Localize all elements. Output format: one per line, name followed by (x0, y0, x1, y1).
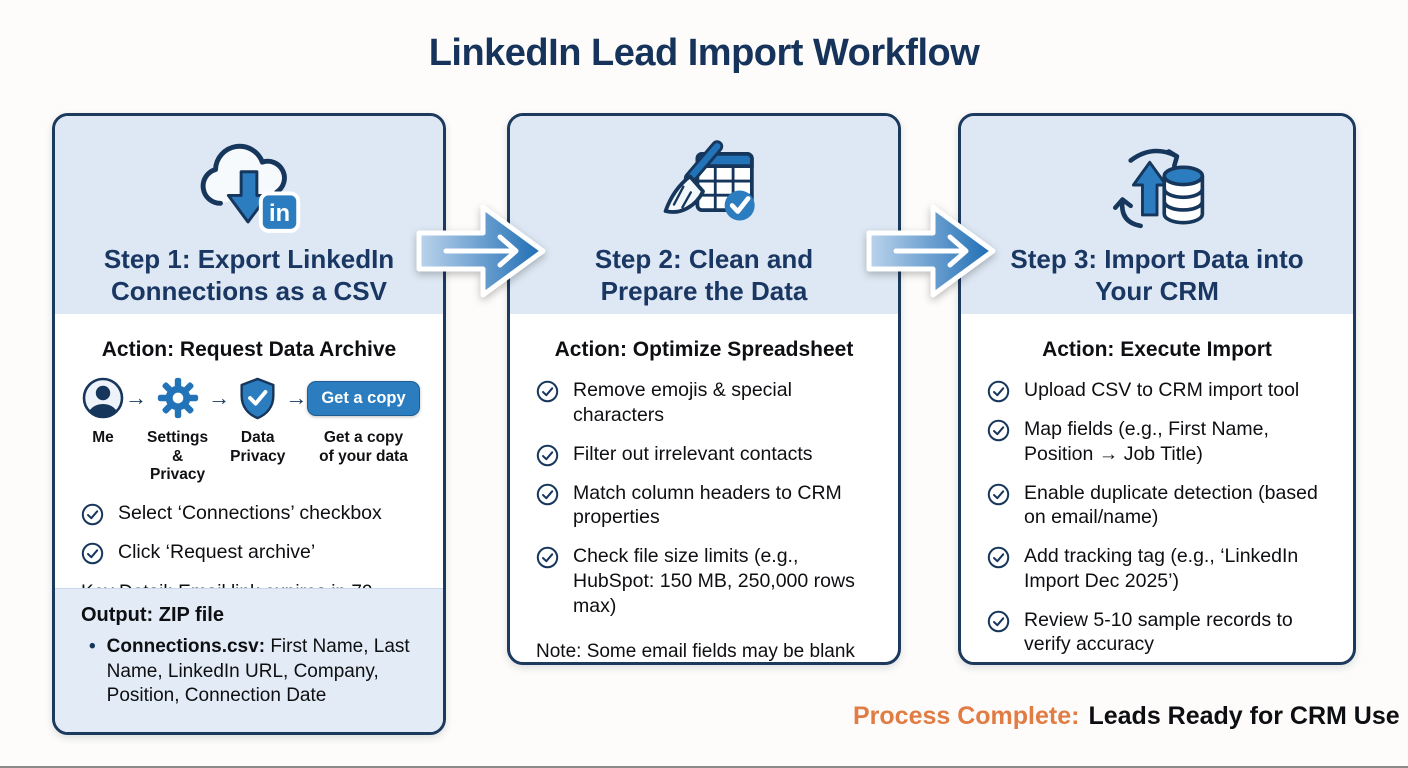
circle-check-icon (987, 483, 1010, 505)
step3-card: Step 3: Import Data into Your CRM Action… (958, 113, 1356, 665)
step3-action-title: Action: Execute Import (1042, 338, 1272, 361)
step3-checklist: Upload CSV to CRM import tool Map fields… (987, 378, 1327, 657)
step2-note: Note: Some email fields may be blank due… (536, 641, 855, 663)
checklist-item: Filter out irrelevant contacts (536, 442, 872, 467)
step2-to-step3-arrow-icon (866, 194, 998, 313)
bullet-icon: • (89, 636, 96, 657)
circle-check-icon (987, 380, 1010, 403)
circle-check-icon (987, 546, 1010, 569)
circle-check-icon (536, 380, 559, 403)
step2-checklist: Remove emojis & special characters Filte… (536, 378, 872, 618)
step1-checklist: Select ‘Connections’ checkbox Click ‘Req… (81, 501, 417, 565)
flow-item-settings: Settings & Privacy (147, 374, 208, 485)
checklist-item: Review 5-10 sample records to verify acc… (987, 608, 1327, 658)
circle-check-icon (536, 546, 559, 569)
cloud-download-linkedin-icon: in (185, 136, 313, 244)
step1-card: in Step 1: Export LinkedIn Connections a… (52, 113, 446, 735)
checklist-item: Remove emojis & special characters (536, 378, 872, 428)
step2-action-title: Action: Optimize Spreadsheet (554, 338, 854, 361)
checklist-text: Check file size limits (e.g., HubSpot: 1… (573, 545, 855, 617)
checklist-item: Map fields (e.g., First Name, Position →… (987, 417, 1327, 467)
step1-title: Step 1: Export LinkedIn Connections as a… (103, 244, 395, 306)
checklist-item: Upload CSV to CRM import tool (987, 378, 1327, 403)
right-arrow-icon: → (208, 385, 231, 410)
checklist-text: Click ‘Request archive’ (118, 540, 316, 563)
step3-title: Step 3: Import Data into Your CRM (1010, 244, 1304, 306)
checklist-item: Click ‘Request archive’ (81, 540, 417, 565)
circle-check-icon (81, 503, 104, 525)
flow-label-data-privacy: Data Privacy (230, 429, 286, 465)
flow-label-get-copy: Get a copy of your data (319, 429, 408, 465)
sync-database-icon (1098, 136, 1216, 244)
checklist-text: Match column headers to CRM properties (573, 481, 842, 529)
checklist-item: Enable duplicate detection (based on ema… (987, 481, 1327, 531)
checklist-item: Add tracking tag (e.g., ‘LinkedIn Import… (987, 544, 1327, 594)
gear-icon (156, 374, 200, 422)
flow-item-me: Me (81, 374, 125, 448)
step1-mini-flow: Me → (81, 374, 420, 485)
process-complete-label: Process Complete: (853, 701, 1080, 730)
circle-check-icon (536, 444, 559, 466)
step2-title: Step 2: Clean and Prepare the Data (594, 244, 814, 306)
page-title: LinkedIn Lead Import Workflow (428, 32, 980, 74)
broom-spreadsheet-check-icon (643, 136, 765, 244)
step1-to-step2-arrow-icon (416, 194, 548, 313)
process-complete-banner: Process Complete: Leads Ready for CRM Us… (853, 691, 1408, 741)
checklist-text: Map fields (e.g., First Name, Position →… (1024, 418, 1269, 465)
checklist-text: Select ‘Connections’ checkbox (118, 501, 382, 524)
step2-header: Step 2: Clean and Prepare the Data (510, 116, 898, 314)
checklist-item: Check file size limits (e.g., HubSpot: 1… (536, 544, 872, 618)
flow-item-get-copy: Get a copy Get a copy of your data (307, 374, 420, 466)
user-avatar-icon (81, 374, 125, 422)
checklist-item: Match column headers to CRM properties (536, 481, 872, 531)
step1-output-panel: Output: ZIP file • Connections.csv: Firs… (55, 588, 443, 732)
bottom-edge-divider (0, 766, 1408, 768)
step1-action-title: Action: Request Data Archive (101, 338, 397, 361)
checklist-text: Add tracking tag (e.g., ‘LinkedIn Import… (1024, 545, 1299, 592)
checklist-text: Upload CSV to CRM import tool (1024, 379, 1300, 401)
step1-header: in Step 1: Export LinkedIn Connections a… (55, 116, 443, 314)
checklist-item: Select ‘Connections’ checkbox (81, 501, 417, 526)
circle-check-icon (536, 483, 559, 505)
circle-check-icon (987, 610, 1010, 632)
flow-item-data-privacy: Data Privacy (230, 374, 285, 466)
step1-body: Action: Request Data Archive (55, 314, 443, 626)
checklist-text: Filter out irrelevant contacts (573, 442, 813, 465)
circle-check-icon (987, 419, 1010, 442)
output-title: Output: ZIP file (81, 604, 224, 626)
flow-label-settings: Settings & Privacy (147, 429, 209, 484)
shield-check-icon (237, 374, 278, 422)
process-complete-text: Leads Ready for CRM Use (1088, 701, 1400, 730)
step3-header: Step 3: Import Data into Your CRM (961, 116, 1353, 314)
output-item: • Connections.csv: First Name, Last Name… (81, 635, 417, 709)
get-a-copy-button[interactable]: Get a copy (307, 380, 420, 416)
step2-card: Step 2: Clean and Prepare the Data Actio… (507, 113, 901, 665)
checklist-text: Enable duplicate detection (based on ema… (1024, 481, 1318, 529)
checklist-text: Review 5-10 sample records to verify acc… (1024, 608, 1293, 656)
step3-body: Action: Execute Import Upload CSV to CRM… (961, 314, 1353, 657)
linkedin-logo-glyph: in (269, 201, 290, 227)
step2-body: Action: Optimize Spreadsheet Remove emoj… (510, 314, 898, 663)
right-arrow-icon: → (125, 385, 147, 410)
circle-check-icon (81, 542, 104, 564)
checklist-text: Remove emojis & special characters (573, 379, 792, 426)
right-arrow-icon: → (285, 385, 308, 410)
output-item-text: Connections.csv: First Name, Last Name, … (106, 636, 410, 707)
flow-label-me: Me (92, 429, 114, 446)
